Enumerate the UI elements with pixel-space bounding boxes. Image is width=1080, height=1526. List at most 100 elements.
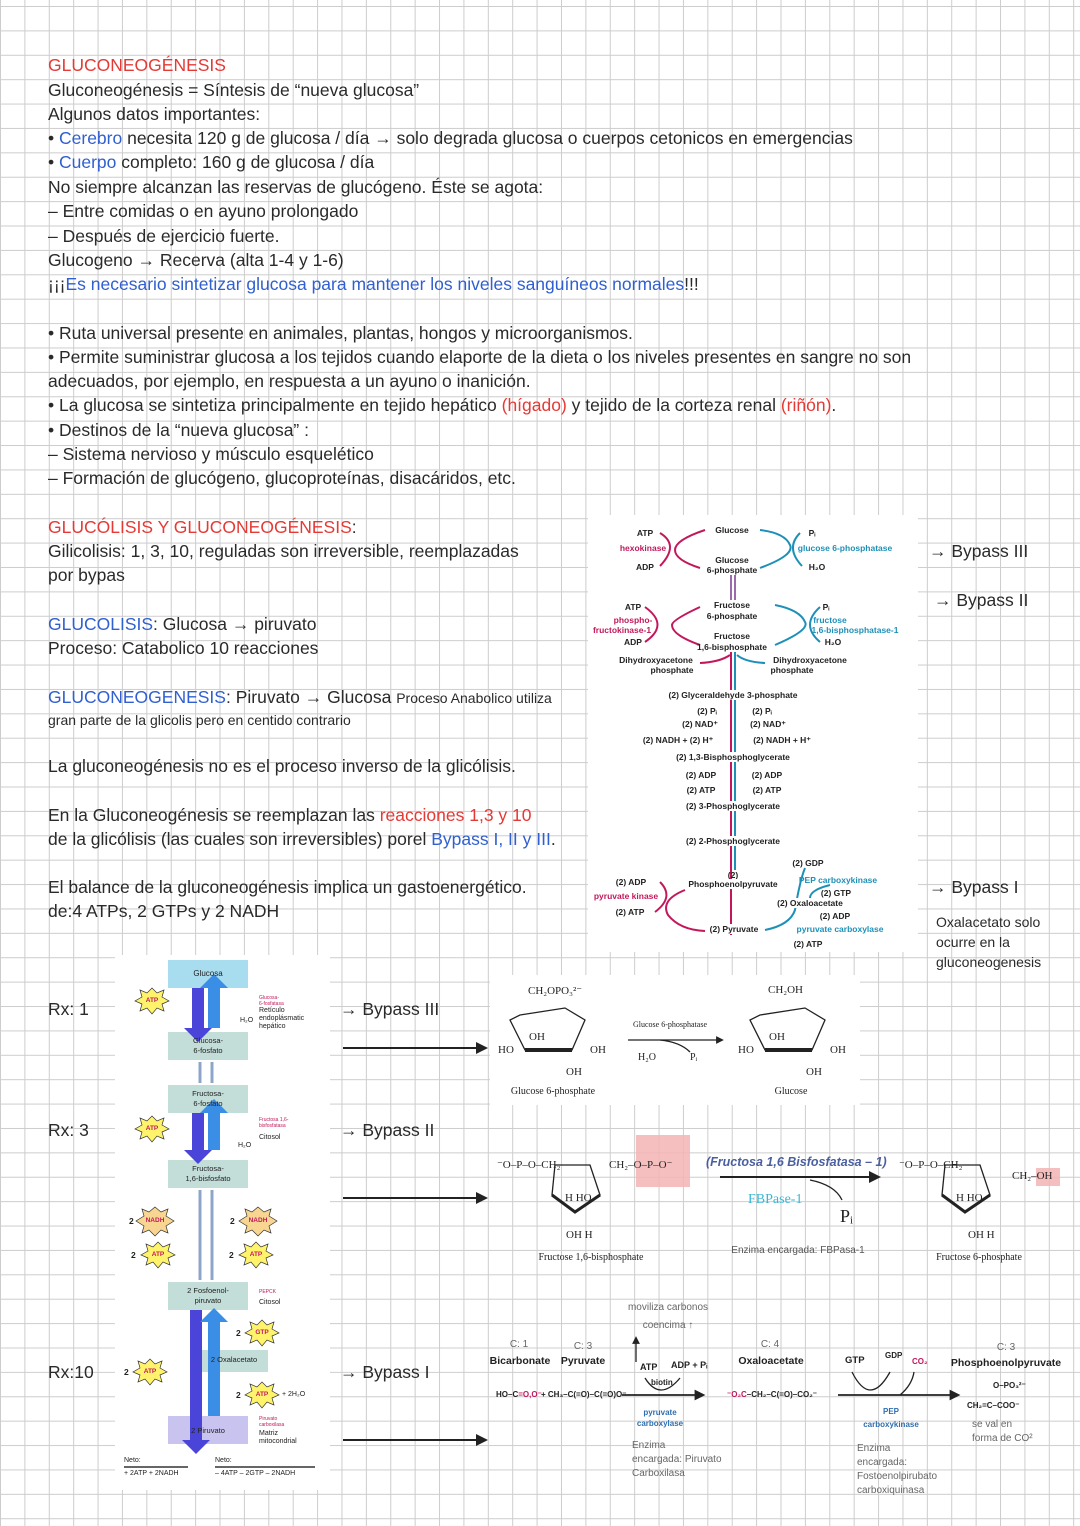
enzyme-note: encargada: (857, 1457, 908, 1468)
compound-name: Glucose (774, 1086, 808, 1097)
text-line: – Formación de glucógeno, glucoproteínas… (48, 468, 516, 488)
note: forma de CO² (972, 1433, 1033, 1444)
pathway-label: Pᵢ (822, 602, 830, 612)
metabolite-label: (2) 2-Phosphoglycerate (686, 836, 780, 846)
location-label: Citosol (259, 1134, 281, 1141)
text: . (831, 395, 837, 415)
metabolite-label: (2) (727, 870, 739, 880)
formula: CH₂OH (768, 984, 804, 996)
cofactor-label: biotin (651, 1378, 673, 1387)
pathway-label: ADP (624, 637, 642, 647)
text-line: El balance de la gluconeogénesis implica… (48, 877, 527, 897)
formula: OH (590, 1044, 606, 1056)
metabolite-label: Phosphoenolpyruvate (688, 879, 778, 889)
metabolite-label: Dihydroxyacetone (773, 655, 847, 665)
pathway-label: Pᵢ (808, 528, 816, 538)
metabolite-label: Glucose (715, 555, 749, 565)
text-line: No siempre alcanzan las reservas de gluc… (48, 177, 544, 197)
compound-name: Oxaloacetate (738, 1355, 804, 1367)
enzyme-label: 6-fosfatasa (259, 1001, 284, 1007)
pathway-label: H₂O (824, 637, 842, 647)
pathway-label: (2) ATP (752, 785, 782, 795)
enzyme-label: PEP carboxykinase (798, 875, 878, 885)
formula: OH (830, 1044, 846, 1056)
enzyme-label: carboxykinase (863, 1420, 919, 1429)
annotation: moviliza carbonos (627, 1302, 709, 1313)
formula: CH₂–O–P–O⁻ (609, 1159, 673, 1171)
colon: : (351, 517, 357, 537)
enzyme-label: Piruvato (259, 1416, 278, 1422)
pathway-label: ATP (624, 602, 642, 612)
enzyme-label: Glucosa- (259, 995, 280, 1001)
metabolite-label: (2) 1,3-Bisphosphoglycerate (676, 752, 790, 762)
text-line: – Sistema nervioso y músculo esquelético (48, 444, 374, 464)
metabolite-label: 6-phosphate (706, 611, 758, 621)
enzyme-label: Fructosa 1,6- (259, 1117, 289, 1123)
highlight: Es necesario sintetizar glucosa para man… (65, 274, 685, 294)
metabolite-label: Fructose (714, 631, 750, 641)
highlight: (hígado) (501, 395, 567, 415)
location-label: Citosol (259, 1299, 281, 1306)
coefficient: 2 (131, 1250, 136, 1260)
enzyme-note: Enzima (632, 1440, 666, 1451)
text-line: • La glucosa se sintetiza principalmente… (48, 394, 836, 416)
pathway-label: (2) ADP (615, 877, 647, 887)
formula: OH H (566, 1229, 593, 1241)
enzyme-label: pyruvate (643, 1408, 677, 1417)
location-label: Retículo (259, 1007, 285, 1014)
cofactor-label: GTP (845, 1355, 865, 1366)
carbon-count: C: 1 (509, 1339, 529, 1350)
formula: O–PO₃²⁻ (993, 1381, 1026, 1390)
enzyme-note: Enzima encargada: FBPasa-1 (731, 1245, 865, 1256)
text-line: adecuados, por ejemplo, en respuesta a u… (48, 371, 531, 391)
metabolite-label: (2) Pyruvate (709, 924, 759, 934)
metabolite-label: Fructose (714, 600, 750, 610)
section-title: GLUCÓLISIS Y GLUCONEOGÉNESIS: (48, 516, 357, 538)
pathway-label: (2) NAD⁺ (682, 719, 718, 729)
enzyme-label: 1,6-bisphosphatase-1 (811, 625, 899, 635)
h2o-label: H₂O (238, 1142, 252, 1149)
bypass-label: → Bypass II (934, 590, 1029, 610)
location-label: mitocondrial (259, 1438, 297, 1445)
enzyme-label: carboxilasa (259, 1422, 285, 1428)
net-value: + 2ATP + 2NADH (124, 1470, 179, 1477)
enzyme-note: Fostoenolpirubato (857, 1471, 938, 1482)
cofactor-label: ATP (640, 1362, 658, 1372)
text: de la glicólisis (las cuales son irrever… (48, 829, 432, 849)
pathway-label: (2) ATP (793, 939, 823, 949)
formula: OH H (968, 1229, 995, 1241)
pathway-label: H₂O (808, 562, 826, 572)
enzyme-note: Enzima (857, 1443, 891, 1454)
coefficient: 2 (236, 1390, 241, 1400)
pathway-label: ADP (636, 562, 654, 572)
pi-label: Pᵢ (840, 1206, 853, 1226)
text: : Glucosa → piruvato (153, 614, 317, 634)
bypass-label: → Bypass III (929, 541, 1029, 561)
text-line: Algunos datos importantes: (48, 104, 261, 124)
enzyme-label: PEP (882, 1407, 900, 1416)
pathway-label: (2) ADP (751, 770, 783, 780)
scheme-box-label: Glucosa- (192, 1036, 224, 1045)
text: . (550, 829, 556, 849)
scheme-box-label: Fructosa- (192, 1164, 224, 1173)
compound-name: Fructose 1,6-bisphosphate (538, 1252, 644, 1263)
scheme-box-label: Glucosa (193, 969, 223, 978)
pathway-label: (2) NADH + H⁺ (753, 735, 811, 745)
formula: HO (498, 1044, 514, 1056)
text-line: – Después de ejercicio fuerte. (48, 226, 280, 246)
coefficient: 2 (230, 1216, 235, 1226)
coefficient: 2 (229, 1250, 234, 1260)
note: se val en (972, 1419, 1013, 1430)
enzyme-label: hexokinase (619, 543, 667, 553)
formula: OH (566, 1066, 582, 1078)
highlight: (riñón) (780, 395, 832, 415)
metabolite-label: Dihydroxyacetone (619, 655, 693, 665)
pathway-label: (2) GDP (792, 858, 824, 868)
pathway-label: (2) NAD⁺ (750, 719, 786, 729)
enzyme-label: Glucose 6-phosphatase (633, 1020, 707, 1029)
carbon-count: C: 3 (996, 1342, 1016, 1353)
highlight: GLUCOLISIS (48, 614, 154, 634)
coefficient: 2 (236, 1328, 241, 1338)
rx-label: Rx:10 (48, 1362, 94, 1382)
